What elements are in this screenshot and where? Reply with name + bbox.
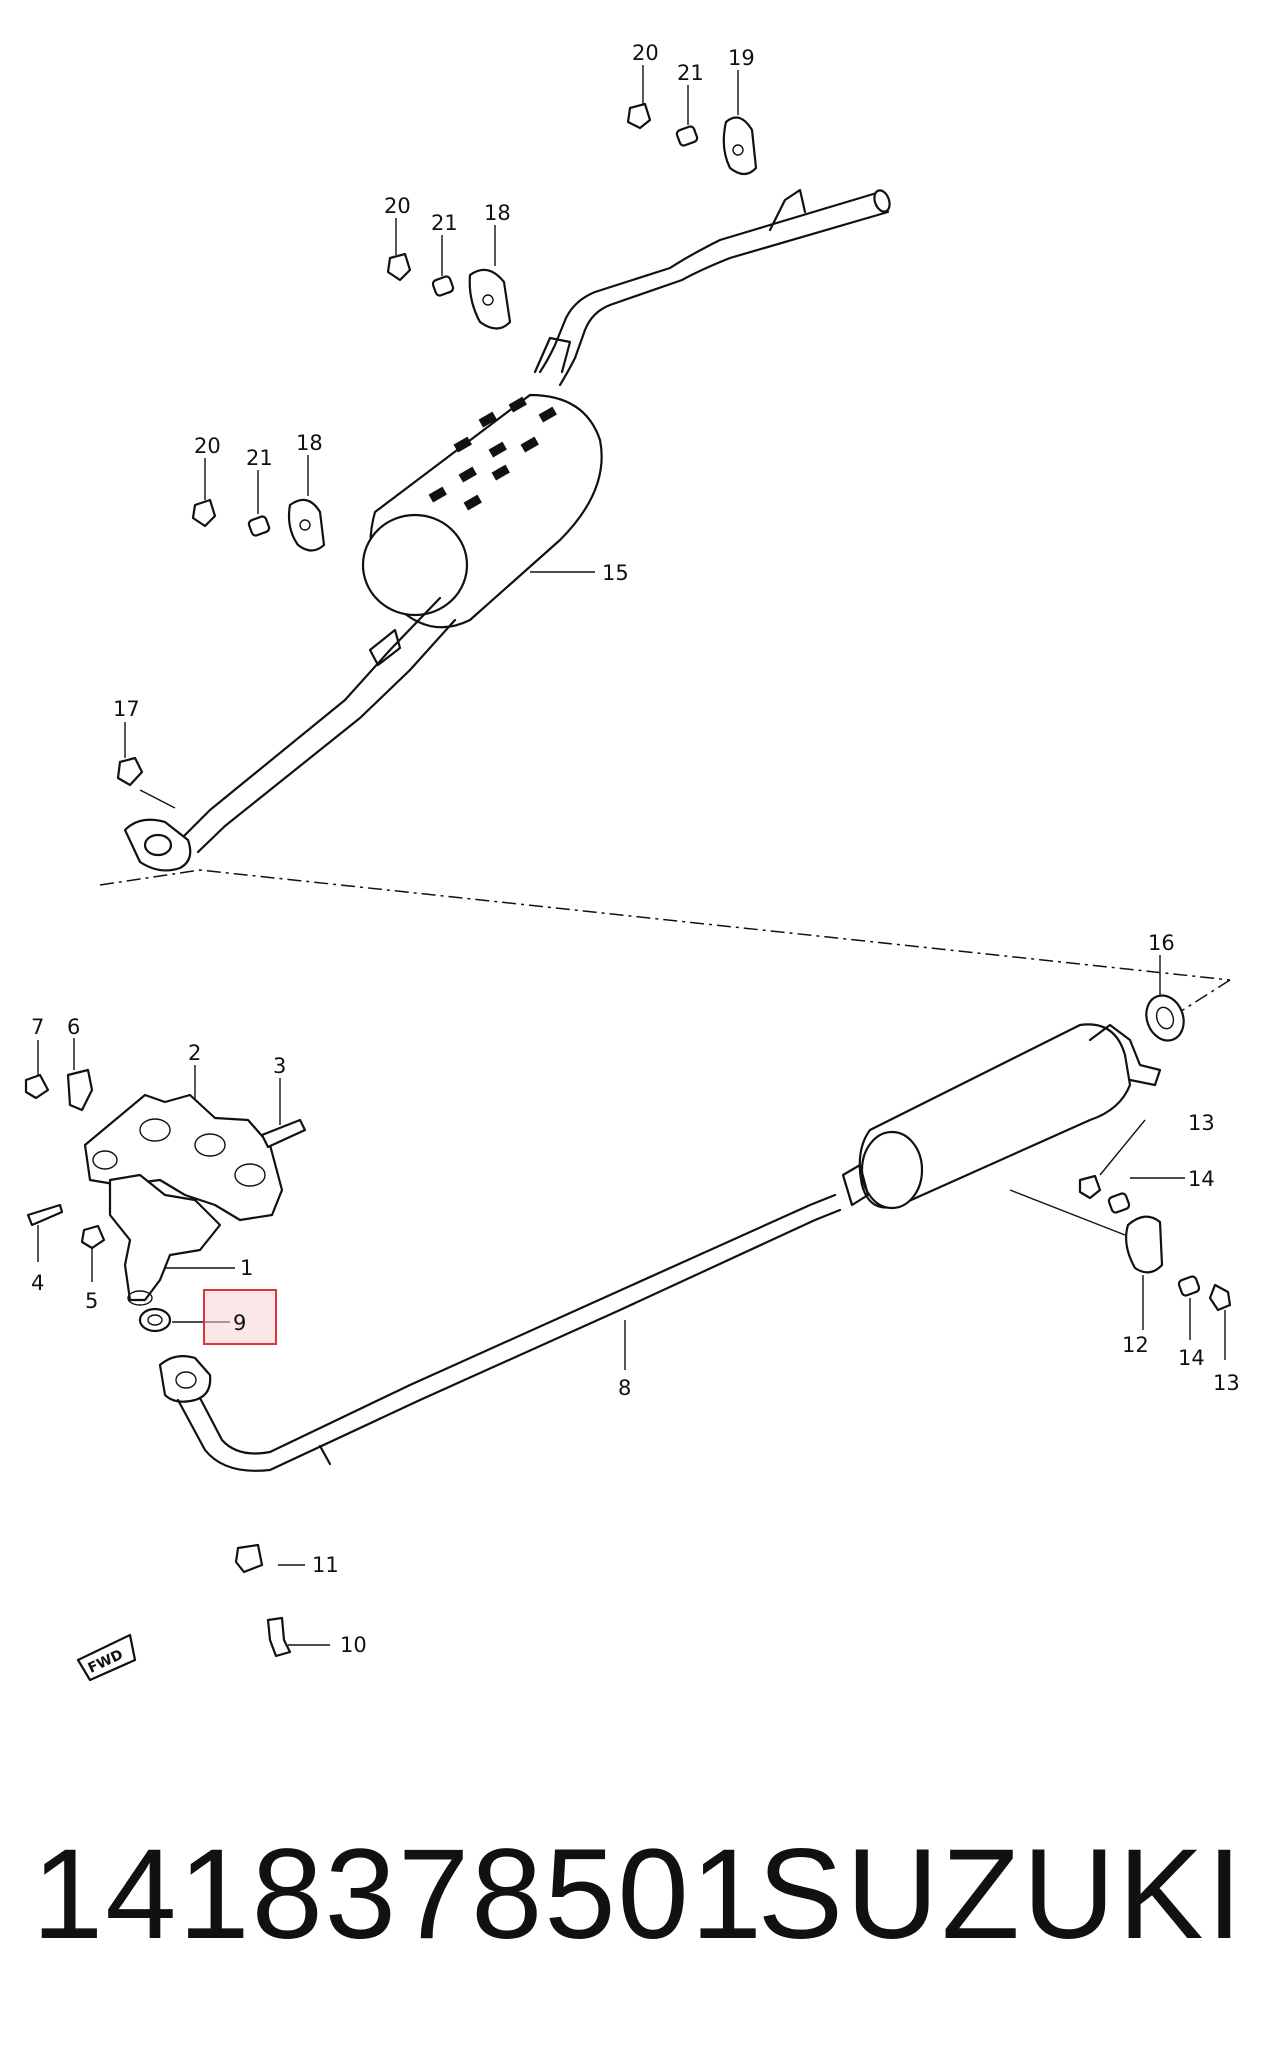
callout-11: 11 xyxy=(312,1553,339,1577)
callout-14: 14 xyxy=(1178,1346,1205,1370)
callout-5: 5 xyxy=(85,1289,98,1313)
rear-muffler-assembly xyxy=(116,188,891,872)
callout-17: 17 xyxy=(113,697,140,721)
connection-dashline xyxy=(99,869,1231,1016)
callout-9: 9 xyxy=(233,1311,246,1335)
exhaust-system-diagram: 20 21 19 20 21 18 20 21 18 15 17 16 7 6 … xyxy=(24,41,1240,1682)
brand-name: SUZUKI xyxy=(757,1823,1245,1966)
callout-6: 6 xyxy=(67,1015,80,1039)
callout-18: 18 xyxy=(296,431,323,455)
callout-4: 4 xyxy=(31,1271,44,1295)
muffler-vent-slots xyxy=(428,396,557,511)
callout-20: 20 xyxy=(194,434,221,458)
callout-18: 18 xyxy=(484,201,511,225)
callout-13: 13 xyxy=(1213,1371,1240,1395)
footer: 1418378501 SUZUKI xyxy=(0,1815,1279,1975)
callout-21: 21 xyxy=(246,446,273,470)
callout-2: 2 xyxy=(188,1041,201,1065)
callout-20: 20 xyxy=(384,194,411,218)
lower-leader-lines xyxy=(37,955,1226,1646)
callout-10: 10 xyxy=(340,1633,367,1657)
callout-3: 3 xyxy=(273,1054,286,1078)
callout-7: 7 xyxy=(31,1015,44,1039)
callout-14: 14 xyxy=(1188,1167,1215,1191)
upper-leader-lines xyxy=(124,65,739,809)
callout-labels: 20 21 19 20 21 18 20 21 18 15 17 16 7 6 … xyxy=(31,41,1240,1677)
part-number: 1418378501 xyxy=(32,1823,764,1966)
highlight-box xyxy=(203,1289,277,1345)
callout-1: 1 xyxy=(240,1256,253,1280)
upper-hanger-hardware xyxy=(191,102,758,552)
callout-12: 12 xyxy=(1122,1333,1149,1357)
callout-21: 21 xyxy=(677,61,704,85)
front-exhaust-assembly xyxy=(24,994,1232,1682)
callout-21: 21 xyxy=(431,211,458,235)
callout-19: 19 xyxy=(728,46,755,70)
callout-16: 16 xyxy=(1148,931,1175,955)
callout-8: 8 xyxy=(618,1376,631,1400)
callout-13: 13 xyxy=(1188,1111,1215,1135)
callout-15: 15 xyxy=(602,561,629,585)
callout-20: 20 xyxy=(632,41,659,65)
